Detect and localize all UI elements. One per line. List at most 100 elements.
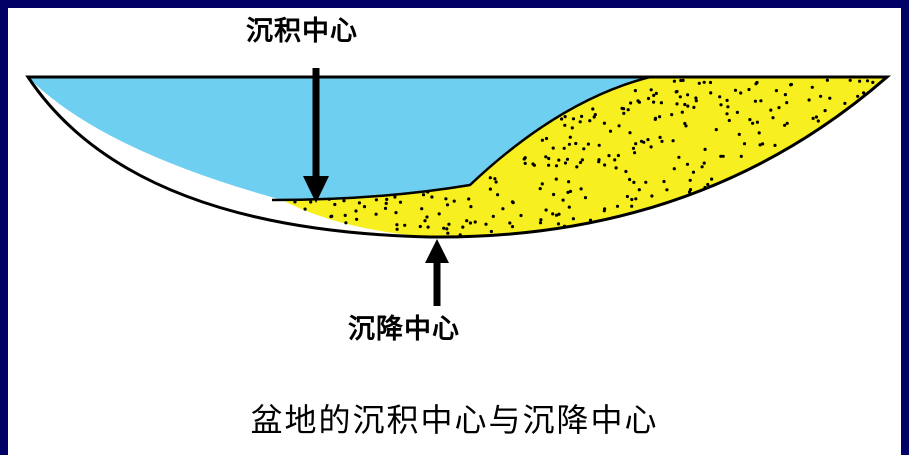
sediment-dot — [560, 117, 564, 121]
sediment-dot — [465, 219, 469, 223]
subsidence-center-label: 沉降中心 — [348, 314, 460, 345]
sediment-dot — [580, 158, 585, 162]
sediment-dot — [403, 223, 407, 227]
sediment-dot — [718, 95, 722, 99]
sediment-dot — [871, 80, 875, 84]
deposition-center-arrow — [303, 68, 329, 203]
sediment-dot — [494, 180, 498, 184]
sediment-dot — [650, 194, 654, 198]
sediment-dot — [758, 143, 762, 147]
sediment-dot — [687, 190, 692, 194]
sediment-dot — [383, 206, 388, 210]
sediment-dot — [544, 208, 548, 212]
sediment-dot — [374, 212, 378, 216]
sediment-dot — [652, 100, 656, 104]
sediment-dot — [633, 89, 638, 93]
sediment-dot — [709, 91, 713, 95]
sediment-dot — [636, 99, 640, 103]
sediment-dot — [710, 177, 714, 181]
basin-outline — [25, 75, 892, 239]
sediment-dot — [552, 192, 556, 197]
sediment-dot — [670, 113, 674, 117]
sediment-dot — [586, 142, 591, 146]
sediment-dot — [761, 142, 765, 146]
sediment-dot — [785, 121, 789, 125]
sediment-dot — [684, 124, 688, 128]
sediment-dot — [721, 154, 725, 158]
sediment-dot — [547, 156, 551, 161]
sediment-dot — [588, 119, 592, 123]
sediment-dot — [394, 211, 398, 215]
sediment-dot — [592, 115, 596, 119]
sediment-dot — [588, 218, 593, 222]
sediment-dot — [688, 178, 692, 182]
sediment-dot — [702, 161, 706, 165]
sediment-dot — [561, 198, 565, 202]
sediment-dot — [639, 139, 644, 143]
sediment-dot — [672, 167, 676, 171]
sediment-dot — [603, 163, 607, 167]
sediment-dot — [571, 117, 576, 121]
sediment-dot — [615, 204, 620, 208]
sediment-dot — [622, 107, 626, 111]
sediment-dot — [628, 131, 632, 135]
sediment-dot — [748, 118, 752, 122]
sediment-dot — [726, 105, 730, 109]
sediment-dot — [725, 112, 729, 116]
sediment-dot — [544, 136, 549, 141]
sediment-dot — [488, 187, 492, 191]
sediment-dot — [789, 83, 793, 87]
sediment-dot — [445, 203, 450, 207]
sediment-dot — [694, 96, 698, 100]
sediment-dot — [303, 207, 307, 211]
sediment-dot — [757, 131, 761, 135]
sediment-dot — [489, 229, 493, 234]
sediment-dot — [646, 96, 651, 101]
sediment-dot — [563, 115, 567, 119]
sediment-dot — [593, 113, 597, 117]
sediment-dot — [653, 117, 657, 121]
sediment-dot — [825, 78, 830, 82]
sediment-dot — [675, 89, 679, 94]
sediment-dot — [333, 202, 337, 207]
sediment-dot — [625, 194, 630, 199]
sediment-dot — [510, 200, 515, 204]
sediment-dot — [430, 195, 434, 199]
sediment-dot — [442, 226, 446, 230]
sediment-dot — [774, 89, 779, 93]
sediment-dot — [608, 129, 613, 133]
sediment-dot — [686, 93, 690, 97]
sediment-dot — [538, 221, 543, 225]
sediment-dot — [488, 176, 492, 180]
sediment-dot — [637, 188, 641, 192]
sediment-dot — [816, 119, 820, 123]
sediment-dot — [547, 163, 551, 167]
sediment-dot — [629, 101, 633, 105]
sediment-dot — [783, 123, 787, 127]
sediment-dot — [614, 166, 618, 170]
sediment-dot — [540, 138, 545, 142]
sediment-dot — [823, 109, 827, 113]
sediment-dot — [677, 155, 681, 159]
sediment-dot — [783, 93, 788, 97]
sediment-dot — [570, 126, 574, 130]
sediment-dot — [856, 94, 860, 98]
sediment-dot — [708, 80, 713, 85]
sediment-dot — [672, 79, 677, 83]
sediment-dot — [646, 138, 650, 142]
sediment-dot — [777, 106, 781, 110]
sediment-dot — [739, 154, 743, 158]
sediment-dot — [418, 224, 422, 229]
sediment-dot — [362, 205, 367, 209]
sediment-dot — [751, 121, 755, 125]
sediment-dot — [491, 214, 495, 218]
sediment-dot — [617, 124, 621, 128]
sediment-dot — [554, 213, 559, 217]
sediment-dot — [421, 193, 426, 197]
sediment-dot — [496, 193, 500, 197]
sediment-dot — [567, 205, 571, 209]
sediment-dot — [725, 98, 729, 102]
sediment-dot — [634, 197, 638, 201]
sediment-dot — [828, 96, 832, 100]
